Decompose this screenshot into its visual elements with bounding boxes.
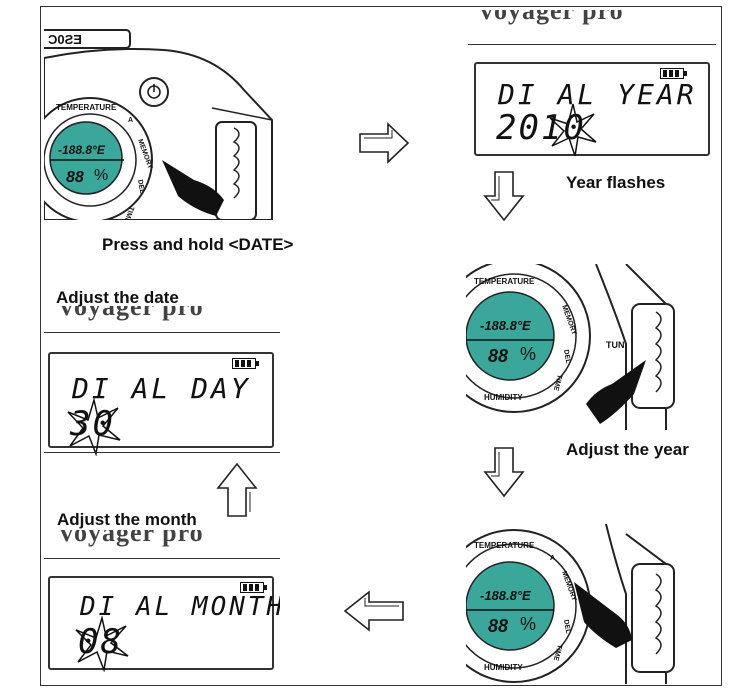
battery-icon [232,358,259,369]
label-adjust-date: Adjust the date [56,288,179,307]
brand-logo-month: voyager pro [60,530,204,547]
pointing-hand-icon [586,360,646,424]
a-label: A [128,117,133,124]
lcd-value-year: 2010 [496,108,586,148]
time-label: TIME [552,373,563,391]
arrow-down-icon [483,447,525,498]
lcd-teal-display [466,561,555,651]
label-press-and-hold: Press and hold <DATE> [102,235,294,254]
battery-icon [660,68,687,79]
model-badge-text: Ɔ0ƧƎ [48,32,82,47]
inner-percent-symbol: % [520,614,536,634]
battery-icon [240,582,267,593]
pointing-hand-icon [162,160,224,216]
a-label: A [550,555,555,562]
lcd-panel-month: voyager pro DI AL MONTH 08 [44,530,280,676]
lcd-screen-month [48,576,274,670]
lcd-panel-year: voyager pro DI AL YEAR 2010 [468,10,716,160]
diagram-frame [40,6,722,686]
lcd-panel-day: voyager pro DI AL DAY 30 [44,306,280,460]
humidity-label: HUMIDITY [484,663,523,672]
lcd-teal-display [49,121,123,195]
label-adjust-month: Adjust the month [57,510,197,529]
inner-humidity-reading: 88 [66,169,84,186]
inner-percent-symbol: % [94,167,108,184]
del-label: DEL [136,179,145,195]
lcd-title-day: DI AL DAY [72,372,251,405]
device-panel-press-hold: Ɔ0ƧƎ -188.8°E 88 % TEMPERATURE A MEMORY … [44,10,274,220]
arrow-up-icon [216,462,258,517]
inner-humidity-reading: 88 [488,616,508,636]
flash-burst-icon [549,103,597,157]
device-illustration-side: -188.8°E 88 % TEMPERATURE HUMIDITY MEMOR… [466,264,675,430]
arrow-right-icon [359,122,410,164]
temperature-label: TEMPERATURE [474,277,535,286]
inner-temp-reading: -188.8°E [58,143,106,157]
label-year-flashes: Year flashes [566,173,666,192]
inner-temp-reading: -188.8°E [480,588,531,603]
lcd-title-month: DI AL MONTH [80,592,280,622]
inner-percent-symbol: % [520,344,536,364]
lcd-title-year: DI AL YEAR [498,78,697,111]
tun-label: TUN [606,340,625,350]
brand-logo-day: voyager pro [60,306,204,321]
flash-burst-icon [75,616,129,672]
arrow-down-icon [483,171,525,222]
flash-burst-icon [67,398,121,456]
humidity-label: HUMIDITY [484,393,523,402]
pointing-hand-icon [574,582,632,648]
temperature-label: TEMPERATURE [474,541,535,550]
lcd-teal-display [466,291,555,381]
label-adjust-year: Adjust the year [566,440,689,459]
del-label: DEL [562,619,571,635]
device-panel-adjust-year: -188.8°E 88 % TEMPERATURE HUMIDITY MEMOR… [466,264,692,430]
device-illustration: Ɔ0ƧƎ -188.8°E 88 % TEMPERATURE A MEMORY … [44,29,273,220]
inner-humidity-reading: 88 [488,346,508,366]
del-label: DEL [562,349,571,365]
brand-logo-year: voyager pro [480,10,624,25]
device-panel-adjust-month: -188.8°E 88 % TEMPERATURE HUMIDITY A MEM… [466,524,692,684]
arrow-left-icon [343,590,404,632]
time-label: TIME [552,643,563,661]
device-illustration-side: -188.8°E 88 % TEMPERATURE HUMIDITY A MEM… [466,524,675,684]
temperature-label: TEMPERATURE [56,103,117,112]
inner-temp-reading: -188.8°E [480,318,531,333]
